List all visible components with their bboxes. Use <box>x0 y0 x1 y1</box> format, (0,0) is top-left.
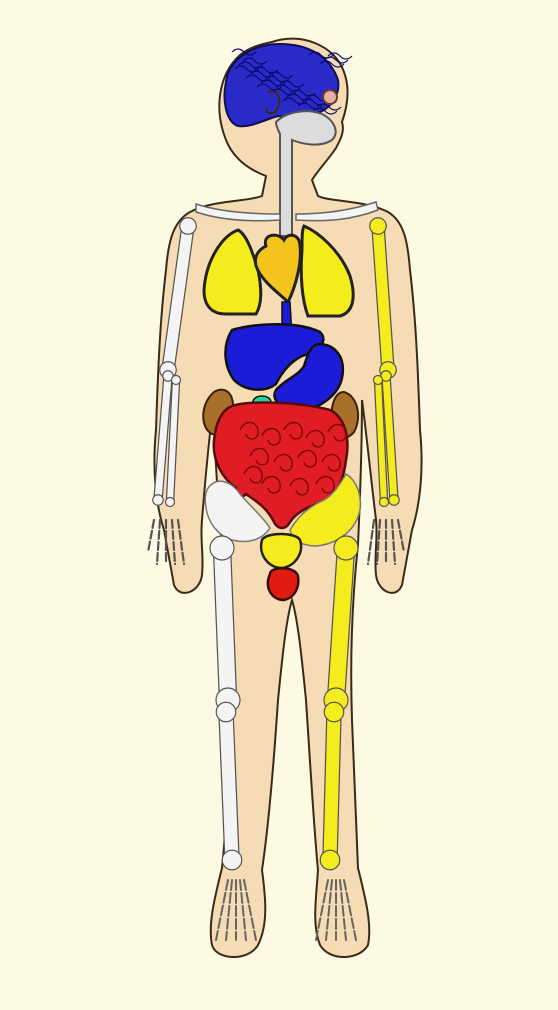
eye <box>323 90 337 104</box>
bladder <box>261 534 301 568</box>
genitals <box>268 568 298 600</box>
